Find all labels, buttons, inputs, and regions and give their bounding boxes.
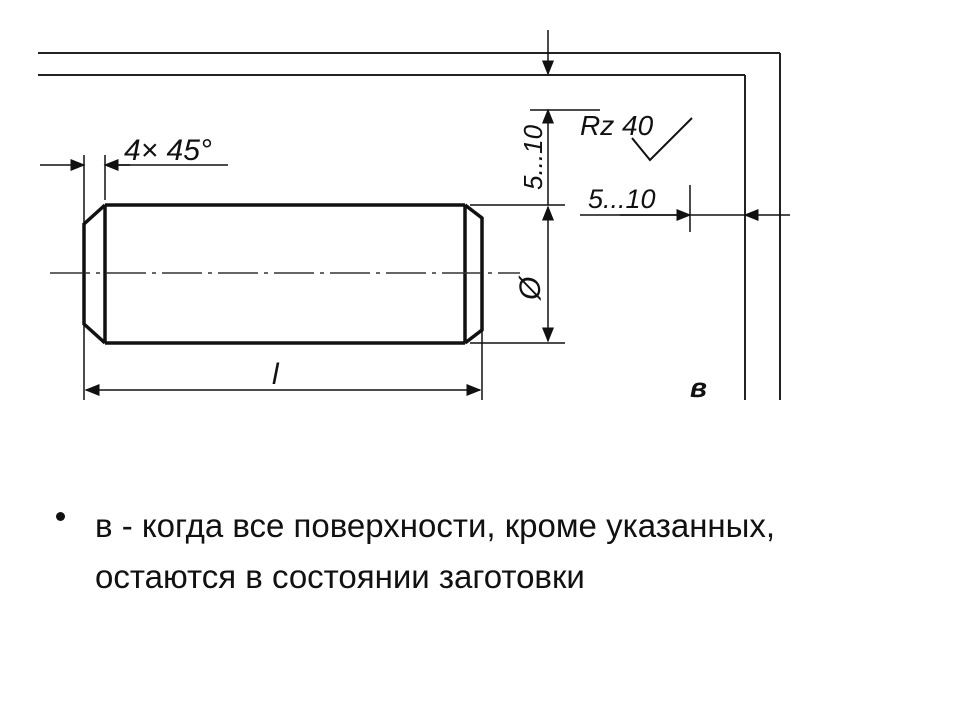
top-allowance-dimension xyxy=(530,30,600,205)
bullet-dot xyxy=(56,512,65,521)
blank-outline xyxy=(38,52,781,400)
length-label: l xyxy=(272,358,280,391)
bullet-item: в - когда все поверхности, кроме указанн… xyxy=(56,500,916,602)
right-allowance-dimension xyxy=(580,185,790,232)
view-label: в xyxy=(690,372,707,403)
engineering-drawing: 4× 45° l Ø 5...10 Rz 40 5...10 в xyxy=(38,30,790,403)
extension-lines xyxy=(83,155,565,400)
right-allowance-label: 5...10 xyxy=(588,184,656,214)
bullet-text: в - когда все поверхности, кроме указанн… xyxy=(95,507,776,595)
roughness-symbol xyxy=(631,117,693,162)
chamfer-label: 4× 45° xyxy=(124,134,212,167)
top-allowance-label: 5...10 xyxy=(518,124,548,190)
roughness-label: Rz 40 xyxy=(580,110,654,141)
diameter-label: Ø xyxy=(514,275,547,301)
cylinder-part xyxy=(82,203,484,345)
